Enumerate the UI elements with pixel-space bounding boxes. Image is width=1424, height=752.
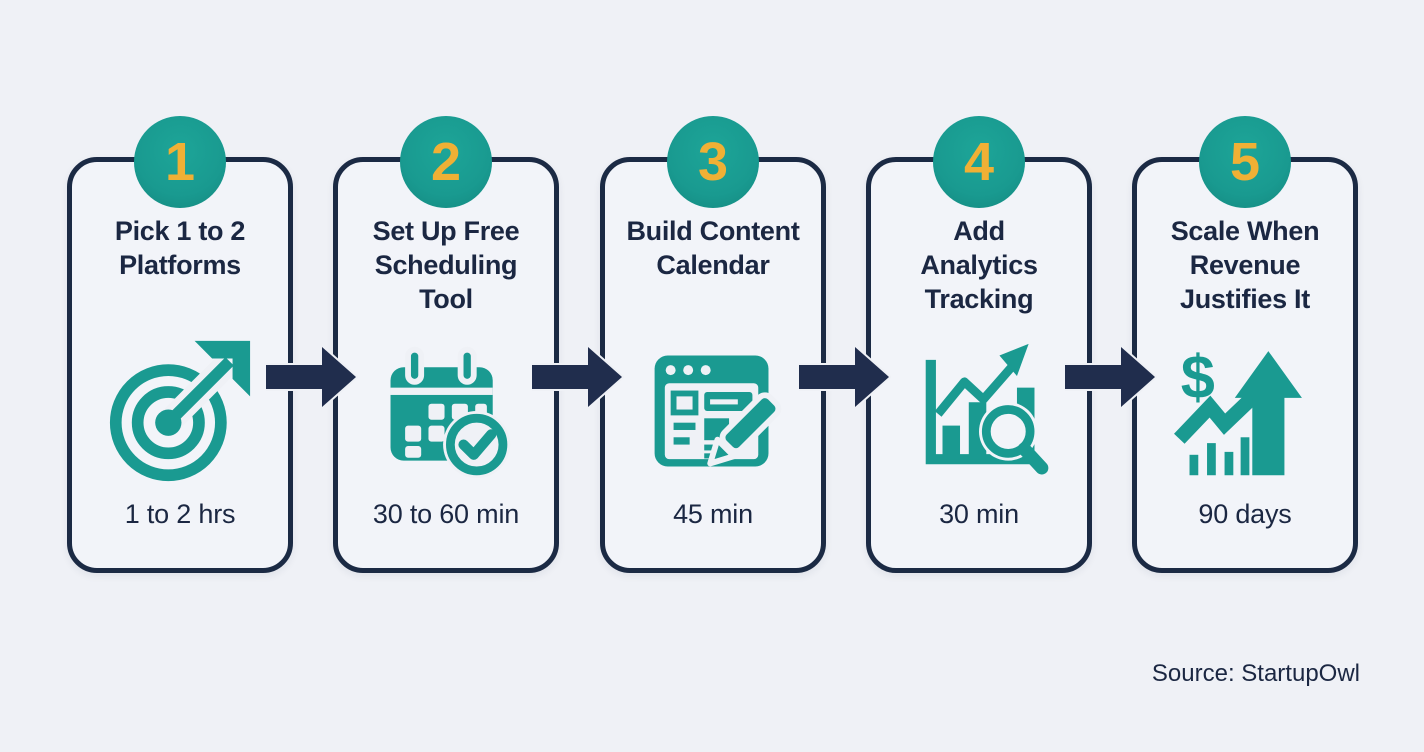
step-card-5: 5 Scale When Revenue Justifies It $ 90 d… xyxy=(1132,116,1358,573)
flow-arrow-4 xyxy=(1065,344,1159,410)
step-number: 5 xyxy=(1229,132,1261,192)
step-card-2: 2 Set Up Free Scheduling Tool 30 to 60 m… xyxy=(333,116,559,573)
revenue-growth-arrow-icon: $ xyxy=(1172,322,1318,499)
step-number-badge: 2 xyxy=(400,116,492,208)
flow-arrow-3 xyxy=(799,344,893,410)
calendar-check-icon xyxy=(373,322,519,499)
step-card-4: 4 Add Analytics Tracking 30 min xyxy=(866,116,1092,573)
step-number: 3 xyxy=(697,132,729,192)
target-bullseye-icon xyxy=(107,322,253,499)
step-number: 2 xyxy=(430,132,462,192)
step-number: 4 xyxy=(963,132,995,192)
step-duration: 30 to 60 min xyxy=(372,499,520,529)
svg-text:$: $ xyxy=(1181,341,1215,410)
source-credit: Source: StartupOwl xyxy=(1151,660,1360,687)
step-duration: 45 min xyxy=(673,499,753,529)
step-card-1: 1 Pick 1 to 2 Platforms 1 to 2 hrs xyxy=(67,116,293,573)
step-title: Set Up Free Scheduling Tool xyxy=(372,216,520,314)
analytics-chart-magnifier-icon xyxy=(906,322,1052,499)
step-title: Scale When Revenue Justifies It xyxy=(1170,216,1320,314)
step-card-3: 3 Build Content Calendar xyxy=(600,116,826,573)
step-number-badge: 1 xyxy=(134,116,226,208)
step-duration: 1 to 2 hrs xyxy=(124,499,236,529)
step-title: Build Content Calendar xyxy=(626,216,800,280)
step-number-badge: 4 xyxy=(933,116,1025,208)
step-title: Add Analytics Tracking xyxy=(920,216,1038,314)
step-number: 1 xyxy=(164,132,196,192)
step-number-badge: 3 xyxy=(667,116,759,208)
step-duration: 90 days xyxy=(1198,499,1292,529)
step-duration: 30 min xyxy=(939,499,1019,529)
content-editor-icon xyxy=(640,322,786,499)
flow-arrow-1 xyxy=(266,344,360,410)
step-title: Pick 1 to 2 Platforms xyxy=(114,216,246,280)
step-number-badge: 5 xyxy=(1199,116,1291,208)
flow-arrow-2 xyxy=(532,344,626,410)
